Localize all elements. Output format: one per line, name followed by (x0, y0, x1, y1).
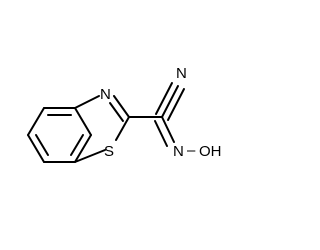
nitrile-triple-bond (167, 88, 185, 121)
double-bond-inner (35, 134, 49, 156)
benzene-ring (27, 107, 92, 163)
nitrile-triple-bond (161, 85, 179, 118)
bond (74, 149, 106, 163)
oxime-double-bond (161, 116, 175, 143)
chemical-structure: N N S N – OH (27, 65, 222, 163)
bond (74, 134, 92, 163)
side-chain (128, 82, 185, 147)
nitrile-nitrogen-label: N (176, 65, 187, 82)
double-bond-inner (109, 102, 124, 122)
oxime-nitrogen-label: N (173, 143, 184, 160)
bond (27, 107, 45, 136)
thiazole-ring (74, 95, 130, 163)
oxime-bridge-label: – (187, 142, 196, 159)
hydroxyl-label: OH (199, 143, 222, 160)
oxime-double-bond (154, 120, 168, 147)
bond (113, 95, 130, 118)
ring-sulfur-label: S (104, 143, 114, 160)
double-bond-inner (70, 134, 84, 156)
bond (115, 116, 130, 141)
bond (27, 134, 45, 163)
bond (74, 95, 100, 109)
nitrile-triple-bond (155, 82, 173, 115)
bond (74, 107, 92, 136)
ring-nitrogen-label: N (100, 86, 111, 103)
